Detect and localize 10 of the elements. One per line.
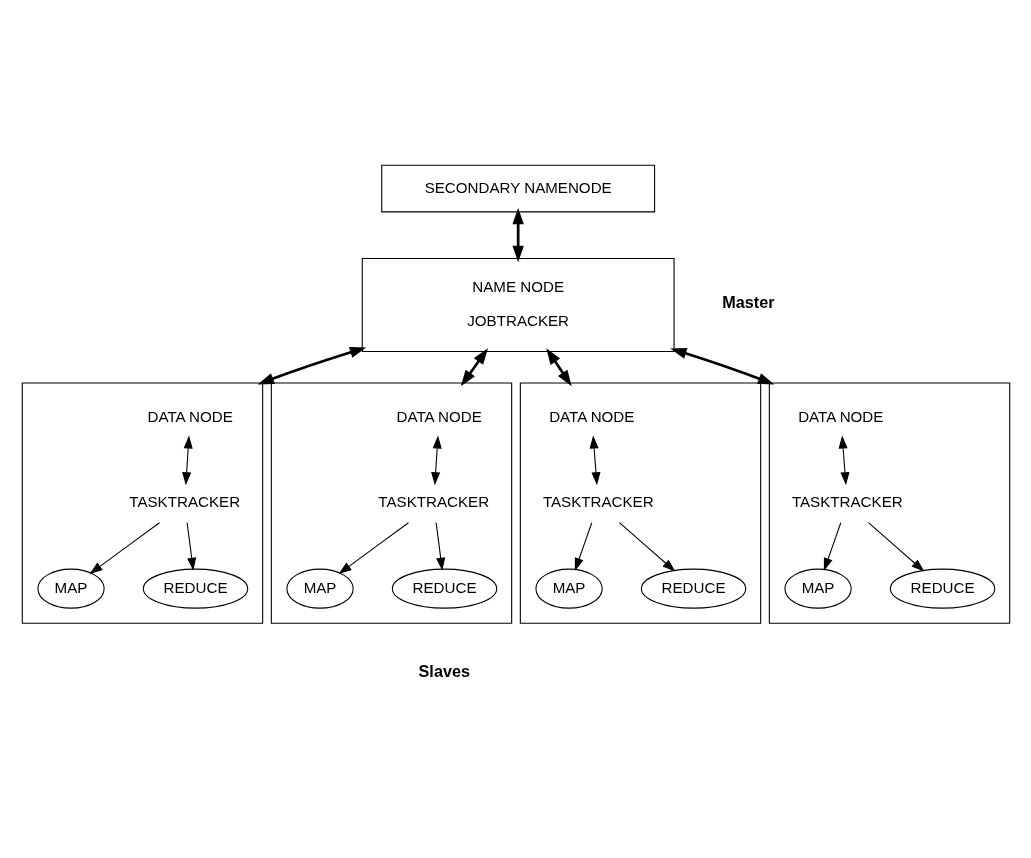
node-text: TASKTRACKER xyxy=(128,492,240,510)
node-text: DATA NODE xyxy=(146,407,233,425)
node-text: DATA NODE xyxy=(548,407,634,425)
node-text: DATA NODE xyxy=(797,407,883,425)
label: Master xyxy=(721,292,775,311)
node-text: TASKTRACKER xyxy=(377,492,489,510)
node-text: TASKTRACKER xyxy=(542,492,654,510)
label: Slaves xyxy=(418,661,470,680)
node-text: DATA NODE xyxy=(396,407,482,425)
node-text: TASKTRACKER xyxy=(791,492,903,510)
